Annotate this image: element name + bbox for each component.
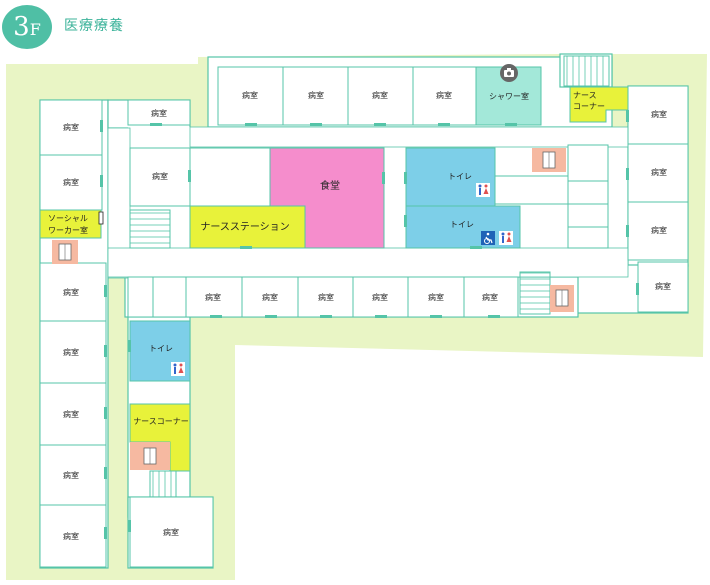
restroom-icon [171, 362, 185, 376]
ward-room [282, 66, 349, 126]
ward-room [637, 261, 689, 313]
utility-room [152, 276, 187, 318]
svg-text:食堂: 食堂 [320, 179, 340, 192]
svg-text:病室: 病室 [436, 90, 452, 100]
svg-text:病室: 病室 [318, 292, 334, 302]
doors [100, 110, 639, 539]
svg-text:病室: 病室 [63, 470, 79, 480]
ward-room [39, 504, 107, 568]
utility-room [567, 180, 609, 205]
elevator-icon [550, 285, 574, 312]
social-worker-door [98, 211, 104, 225]
elevator-icon [130, 442, 170, 470]
svg-text:ナース: ナース [573, 91, 597, 100]
svg-text:病室: 病室 [651, 167, 667, 177]
stairs [129, 55, 610, 498]
utility-room [567, 203, 609, 228]
stairs-north [563, 55, 610, 87]
svg-text:病室: 病室 [63, 287, 79, 297]
wheelchair-icon [481, 231, 495, 245]
corridors [107, 126, 631, 279]
svg-text:トイレ: トイレ [450, 220, 474, 229]
svg-text:病室: 病室 [242, 90, 258, 100]
utility-room [189, 147, 271, 207]
ward-room [39, 99, 103, 156]
svg-text:病室: 病室 [262, 292, 278, 302]
svg-text:病室: 病室 [482, 292, 498, 302]
ward-room [241, 276, 299, 318]
svg-text:病室: 病室 [372, 90, 388, 100]
svg-text:病室: 病室 [63, 122, 79, 132]
svg-text:トイレ: トイレ [149, 344, 173, 353]
svg-text:シャワー室: シャワー室 [489, 91, 529, 101]
ward-room [39, 382, 107, 446]
svg-text:病室: 病室 [63, 531, 79, 541]
svg-text:トイレ: トイレ [448, 172, 472, 181]
ward-room [39, 444, 107, 506]
svg-text:ワーカー室: ワーカー室 [48, 225, 88, 235]
elevator-icon [52, 240, 78, 264]
restroom-icon [499, 231, 513, 245]
svg-text:ナースステーション: ナースステーション [200, 221, 289, 233]
restroom-icon [476, 183, 490, 197]
ward-room [352, 276, 409, 318]
svg-text:病室: 病室 [428, 292, 444, 302]
svg-text:病室: 病室 [163, 527, 179, 537]
floor-badge: 3F [2, 5, 52, 49]
ward-room [347, 66, 414, 126]
stairs-south [149, 470, 177, 498]
ward-room [297, 276, 354, 318]
ward-room [127, 99, 191, 126]
ward-room [463, 276, 519, 318]
svg-text:病室: 病室 [151, 108, 167, 118]
room-labels-left: ナース コーナー ソーシャル ワーカー室 [48, 91, 605, 235]
utility-room [494, 175, 569, 205]
svg-text:病室: 病室 [651, 225, 667, 235]
utility-room [567, 144, 609, 182]
room-labels: 病室 病室 病室 病室 病室 病室 病室 病室 病室 病室 病室 病室 病室 病… [63, 90, 671, 541]
ward-rooms [39, 66, 689, 568]
svg-text:病室: 病室 [63, 177, 79, 187]
nurse-station [189, 205, 306, 249]
svg-text:病室: 病室 [63, 347, 79, 357]
nurse-corner-north [569, 86, 629, 123]
utility-room [567, 226, 609, 249]
svg-text:ナースコーナー: ナースコーナー [133, 417, 189, 426]
svg-text:病室: 病室 [655, 281, 671, 291]
svg-text:病室: 病室 [372, 292, 388, 302]
ward-room [412, 66, 477, 126]
svg-text:コーナー: コーナー [573, 102, 605, 111]
utility-room [127, 276, 154, 318]
floor-title: 医療療養 [64, 18, 124, 34]
ward-room [129, 147, 191, 207]
svg-text:病室: 病室 [651, 109, 667, 119]
stairs-west [129, 209, 171, 249]
ward-room [627, 201, 689, 261]
camera-icon [500, 64, 518, 82]
svg-text:病室: 病室 [205, 292, 221, 302]
ward-room [185, 276, 243, 318]
elevator-icon [532, 148, 566, 172]
svg-text:病室: 病室 [63, 409, 79, 419]
svg-text:病室: 病室 [308, 90, 324, 100]
stairs-east [519, 271, 551, 315]
svg-text:病室: 病室 [152, 171, 168, 181]
elevators [52, 148, 574, 470]
svg-text:ソーシャル: ソーシャル [48, 214, 88, 223]
